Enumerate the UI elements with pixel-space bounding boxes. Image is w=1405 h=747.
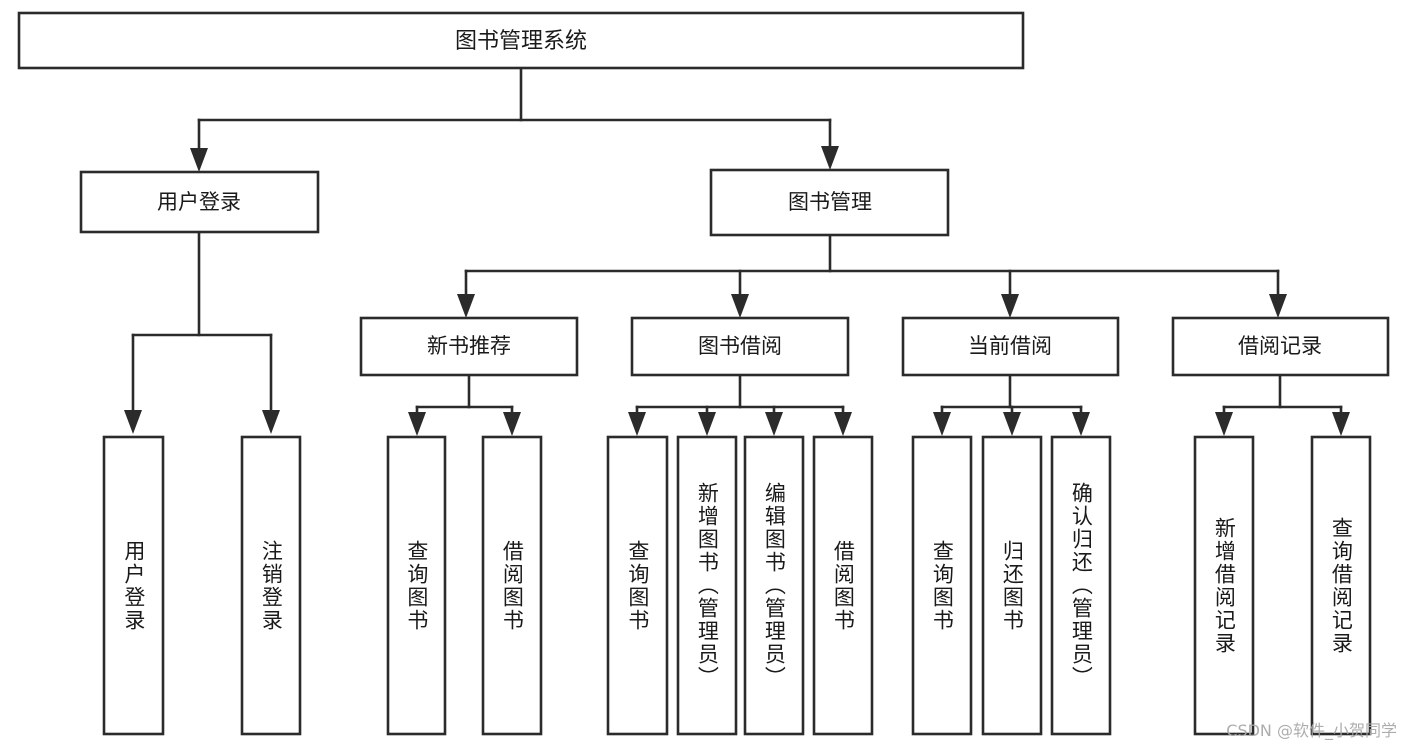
node-leaf-borrow-book-1[interactable]: [481, 435, 543, 736]
arrow-leaf-borrow-book-1-icon: [503, 412, 521, 436]
node-new-book-recommend[interactable]: [359, 316, 579, 377]
node-leaf-confirm-return[interactable]: [1050, 435, 1112, 736]
csdn-watermark: CSDN @软件_小贺同学: [1226, 721, 1397, 740]
arrow-to-current-borrow-icon: [1001, 294, 1019, 318]
arrow-leaf-query-book-1-icon: [408, 412, 426, 436]
arrow-leaf-user-logout-icon: [262, 410, 280, 434]
node-leaf-add-book[interactable]: [676, 435, 738, 736]
node-current-borrow[interactable]: [901, 316, 1120, 377]
arrow-leaf-borrow-book-2-icon: [834, 412, 852, 436]
arrow-to-book-manage-icon: [821, 146, 839, 170]
node-book-manage[interactable]: [709, 168, 950, 237]
node-leaf-user-login[interactable]: [102, 435, 165, 736]
node-user-login-label: 用户登录: [157, 190, 241, 214]
node-book-borrow[interactable]: [630, 316, 850, 377]
node-leaf-borrow-book-2[interactable]: [812, 435, 874, 736]
arrow-leaf-edit-book-icon: [765, 412, 783, 436]
arrow-leaf-add-record-icon: [1215, 412, 1233, 436]
node-new-book-recommend-label: 新书推荐: [427, 334, 511, 358]
node-leaf-return-book[interactable]: [981, 435, 1043, 736]
arrow-to-user-login-icon: [190, 148, 208, 172]
arrow-leaf-query-record-icon: [1332, 412, 1350, 436]
node-leaf-query-book-1[interactable]: [386, 435, 447, 736]
node-leaf-query-book-2[interactable]: [606, 435, 669, 736]
node-leaf-edit-book[interactable]: [743, 435, 805, 736]
node-root[interactable]: [17, 11, 1025, 70]
arrow-leaf-return-book-icon: [1003, 412, 1021, 436]
node-borrow-record-label: 借阅记录: [1238, 334, 1322, 358]
arrow-to-new-book-recommend-icon: [457, 294, 475, 318]
connector-layer: [124, 66, 1350, 436]
arrow-leaf-confirm-return-icon: [1072, 412, 1090, 436]
node-borrow-record[interactable]: [1171, 316, 1390, 377]
arrow-leaf-query-book-2-icon: [628, 412, 646, 436]
arrow-to-book-borrow-icon: [731, 294, 749, 318]
node-leaf-query-record[interactable]: [1310, 435, 1372, 736]
node-layer: 图书管理系统 用户登录 图书管理 新书推荐 图书借阅 当前借阅 借阅记录: [17, 11, 1390, 736]
node-leaf-query-book-3[interactable]: [911, 435, 973, 736]
arrow-leaf-add-book-icon: [698, 412, 716, 436]
node-user-login[interactable]: [79, 170, 320, 234]
arrow-leaf-user-login-icon: [124, 410, 142, 434]
node-current-borrow-label: 当前借阅: [968, 334, 1052, 358]
node-root-label: 图书管理系统: [455, 29, 587, 54]
node-leaf-user-logout[interactable]: [240, 435, 302, 736]
node-book-manage-label: 图书管理: [788, 190, 872, 214]
arrow-leaf-query-book-3-icon: [933, 412, 951, 436]
node-leaf-add-record[interactable]: [1193, 435, 1255, 736]
arrow-to-borrow-record-icon: [1269, 294, 1287, 318]
node-book-borrow-label: 图书借阅: [698, 334, 782, 358]
